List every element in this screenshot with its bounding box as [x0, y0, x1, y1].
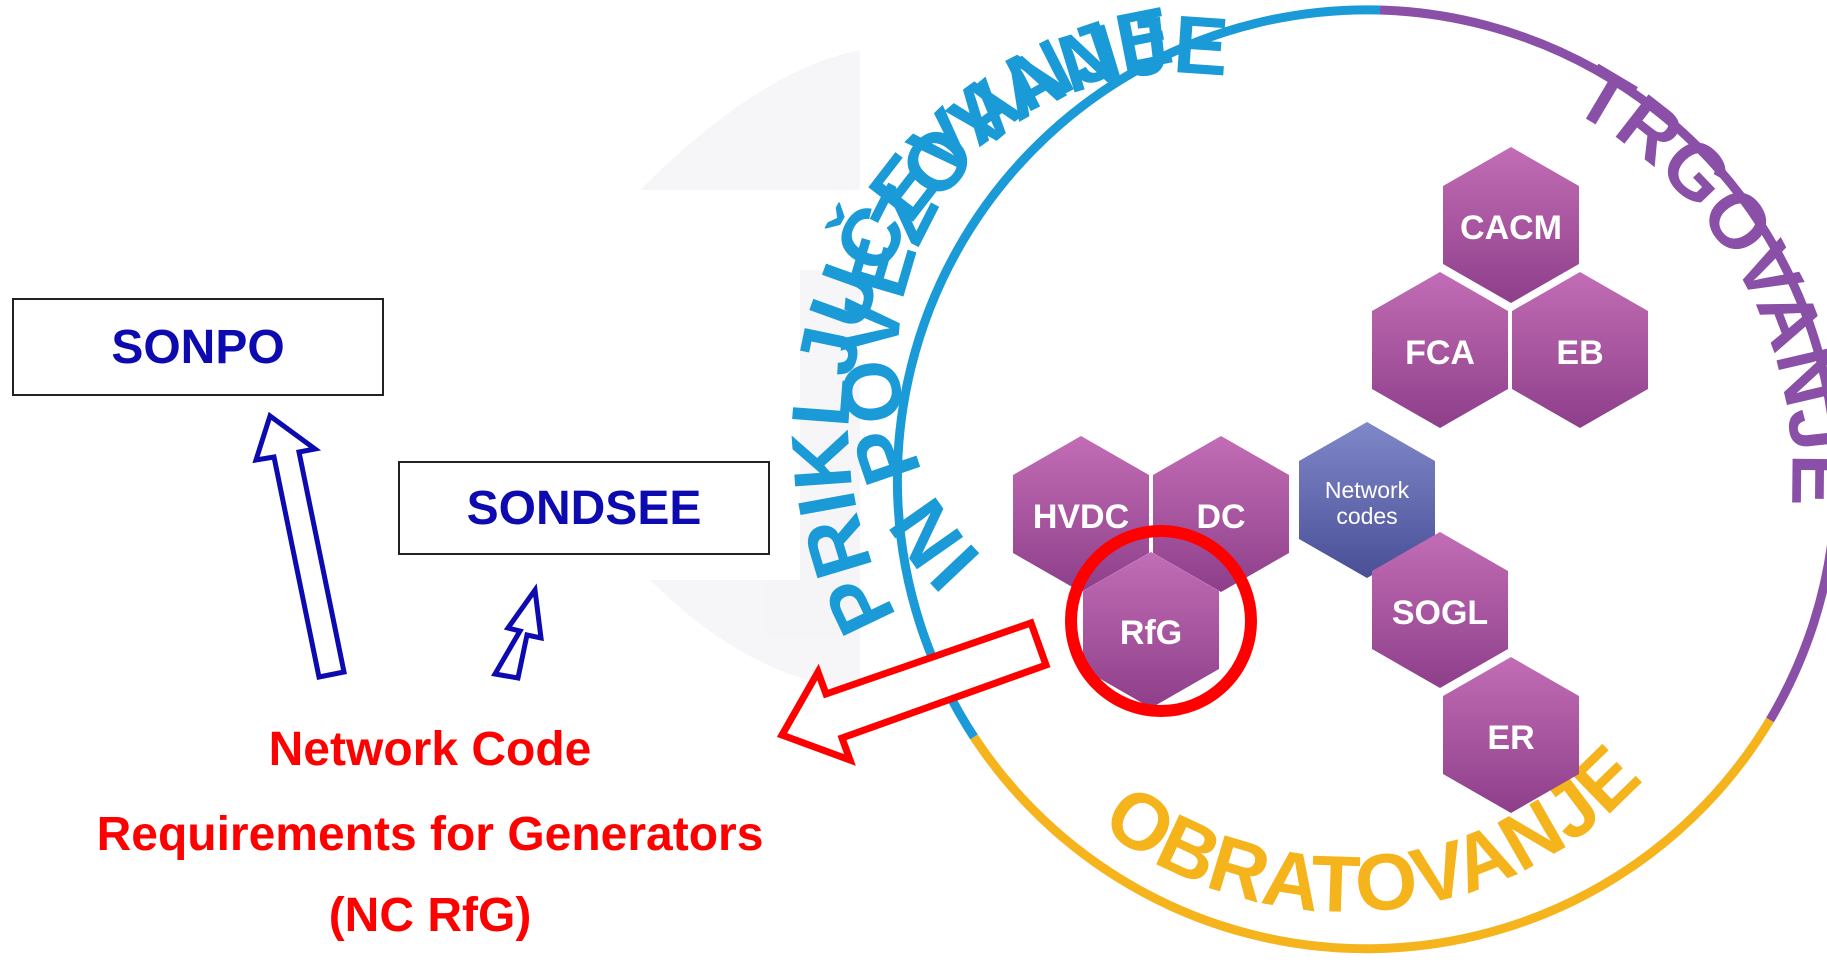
hexagon-network-codes: Network codes — [1299, 422, 1435, 578]
hex-label-cacm: CACM — [1460, 209, 1562, 247]
hex-label-network-codes-line2: codes — [1336, 503, 1397, 529]
hex-label-dc: DC — [1196, 498, 1245, 536]
hex-label-rfg: RfG — [1120, 614, 1182, 652]
hexagon-fca: FCA — [1372, 272, 1508, 428]
hexagon-dc: DC — [1153, 436, 1289, 592]
hexagon-eb: EB — [1512, 272, 1648, 428]
hexagon-cacm: CACM — [1443, 147, 1579, 303]
hex-label-hvdc: HVDC — [1033, 498, 1129, 536]
hex-label-eb: EB — [1556, 334, 1603, 372]
sondsee-box: SONDSEE — [398, 461, 770, 555]
ring-segment-blue — [892, 5, 1381, 740]
network-code-title-line1: Network Code — [268, 723, 592, 776]
sondsee-label: SONDSEE — [466, 481, 702, 535]
red-arrow — [776, 618, 1051, 766]
hexagon-hvdc: HVDC — [1013, 436, 1149, 592]
ring-label-trgovanje: TRGOVANJE — [1562, 48, 1827, 506]
ring-segment-yellow — [970, 717, 1774, 954]
arrow-to-sonpo — [252, 411, 347, 680]
sonpo-box: SONPO — [12, 298, 384, 396]
hexagon-er: ER — [1443, 657, 1579, 813]
hex-label-sogl: SOGL — [1392, 594, 1488, 632]
hex-label-network-codes-line1: Network — [1325, 477, 1410, 503]
arrow-to-sondsee — [491, 583, 544, 681]
background-watermark — [640, 50, 860, 690]
ring-segment-purple — [1379, 5, 1827, 723]
rfg-highlight-circle — [1065, 525, 1257, 717]
hex-label-er: ER — [1487, 719, 1534, 757]
hexagon-sogl: SOGL — [1372, 532, 1508, 688]
sonpo-label: SONPO — [111, 320, 285, 374]
network-code-title-line2: Requirements for Generators — [96, 808, 764, 861]
hexagon-rfg: RfG — [1083, 552, 1219, 708]
hex-label-fca: FCA — [1405, 334, 1475, 372]
network-code-title-line3: (NC RfG) — [328, 889, 532, 942]
